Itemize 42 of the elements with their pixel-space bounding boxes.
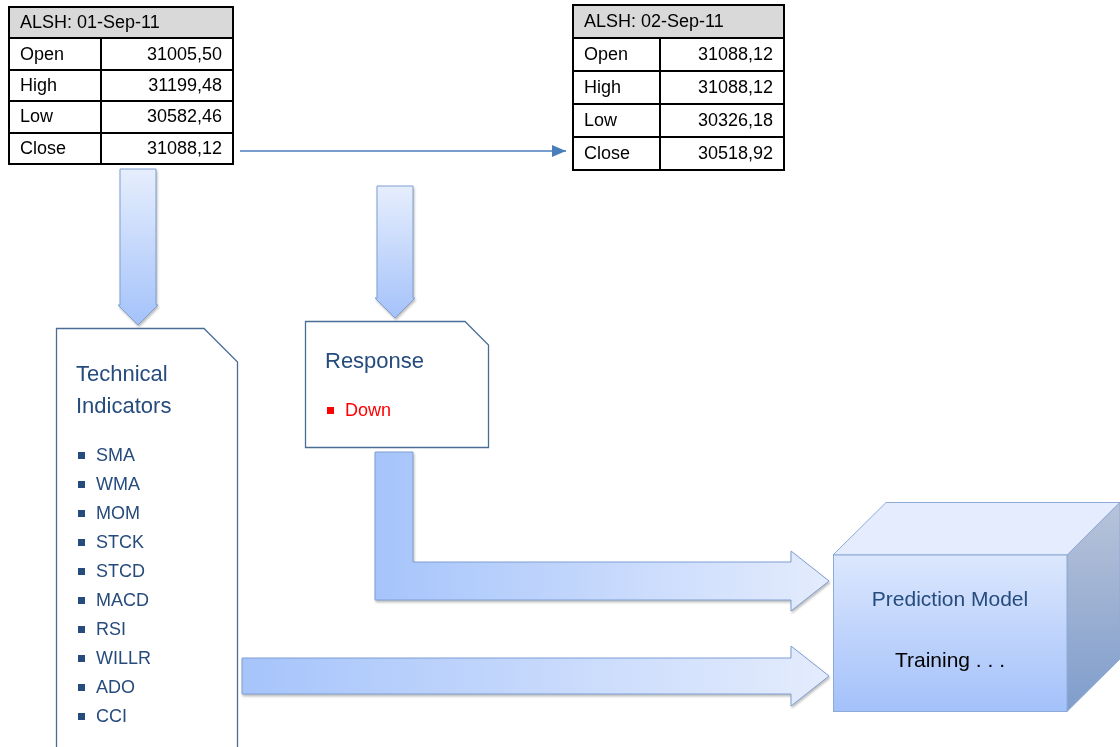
table-header: ALSH: 02-Sep-11 (573, 5, 784, 38)
list-item: RSI (76, 618, 126, 640)
row-label: High (573, 71, 660, 104)
row-label: Low (573, 104, 660, 137)
row-label: High (9, 69, 102, 102)
response-card (305, 321, 489, 448)
table-header: ALSH: 01-Sep-11 (9, 7, 233, 39)
row-label: Open (573, 38, 660, 71)
arrow (239, 145, 567, 157)
list-item: ADO (76, 676, 135, 698)
block-arrow (241, 645, 830, 707)
list-item: STCD (76, 560, 145, 582)
row-label: Close (573, 137, 660, 170)
model-title: Prediction Model (870, 587, 1030, 611)
list-item: SMA (76, 444, 135, 466)
cell-value: 30326,18 (659, 104, 784, 137)
cell-value: 31088,12 (659, 71, 784, 104)
block-arrow (374, 451, 830, 612)
card-heading: Technical Indicators (76, 360, 173, 420)
cell-value: 31088,12 (101, 132, 233, 164)
list-item: MACD (76, 589, 149, 611)
list-item: STCK (76, 531, 144, 553)
list-item: WILLR (76, 647, 151, 669)
cell-value: 31088,12 (659, 38, 784, 71)
cell-value: 30582,46 (101, 101, 233, 133)
list-item: MOM (76, 502, 140, 524)
cell-value: 31005,50 (101, 38, 233, 70)
block-arrow (374, 185, 416, 319)
row-label: Open (9, 38, 102, 70)
row-label: Close (9, 132, 102, 164)
price-table (572, 4, 785, 171)
price-table (8, 6, 234, 165)
indicator-card (56, 328, 238, 747)
list-item: CCI (76, 705, 127, 727)
list-item: Down (325, 399, 392, 421)
block-arrow (117, 168, 159, 326)
cell-value: 30518,92 (659, 137, 784, 170)
cell-value: 31199,48 (101, 69, 233, 102)
row-label: Low (9, 101, 102, 133)
status-text: Training . . . (893, 648, 1007, 672)
list-item: WMA (76, 473, 140, 495)
card-heading: Response (325, 347, 426, 375)
